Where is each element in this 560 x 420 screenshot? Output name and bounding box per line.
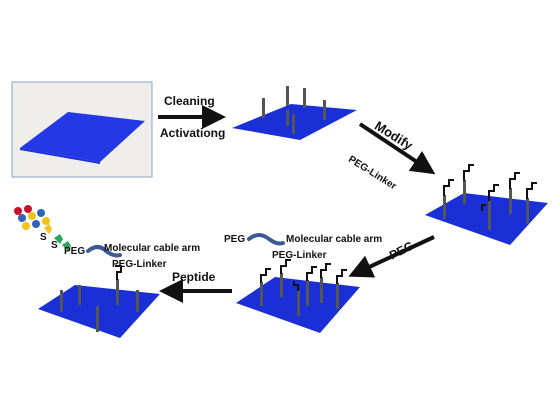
label-sulfur-1: S xyxy=(40,232,47,243)
arrow-peg xyxy=(348,235,435,278)
peg-cable-left xyxy=(86,245,122,258)
arrow-modify xyxy=(358,122,436,175)
label-linker-mid: PEG-Linker xyxy=(272,250,327,261)
substrate-photo xyxy=(11,81,153,178)
arrows xyxy=(158,105,436,303)
peptide-chain-icon xyxy=(14,205,71,251)
label-cleaning: Cleaning xyxy=(164,94,215,108)
label-activating: Activationg xyxy=(160,126,226,140)
label-sulfur-2: S xyxy=(51,240,58,251)
peg-linker-plate xyxy=(425,164,548,245)
label-linker-left: PEG-Linker xyxy=(112,259,167,270)
peptide-plate xyxy=(38,265,160,338)
peg-cable-mid xyxy=(247,233,285,246)
label-peg-mid: PEG xyxy=(224,234,246,245)
label-cable-mid: Molecular cable arm xyxy=(286,234,383,245)
activated-plate xyxy=(232,86,357,140)
label-cable-left: Molecular cable arm xyxy=(104,243,201,254)
peg-plate xyxy=(236,259,360,333)
label-peg-left: PEG xyxy=(64,246,86,257)
label-peptide: Peptide xyxy=(172,270,216,284)
